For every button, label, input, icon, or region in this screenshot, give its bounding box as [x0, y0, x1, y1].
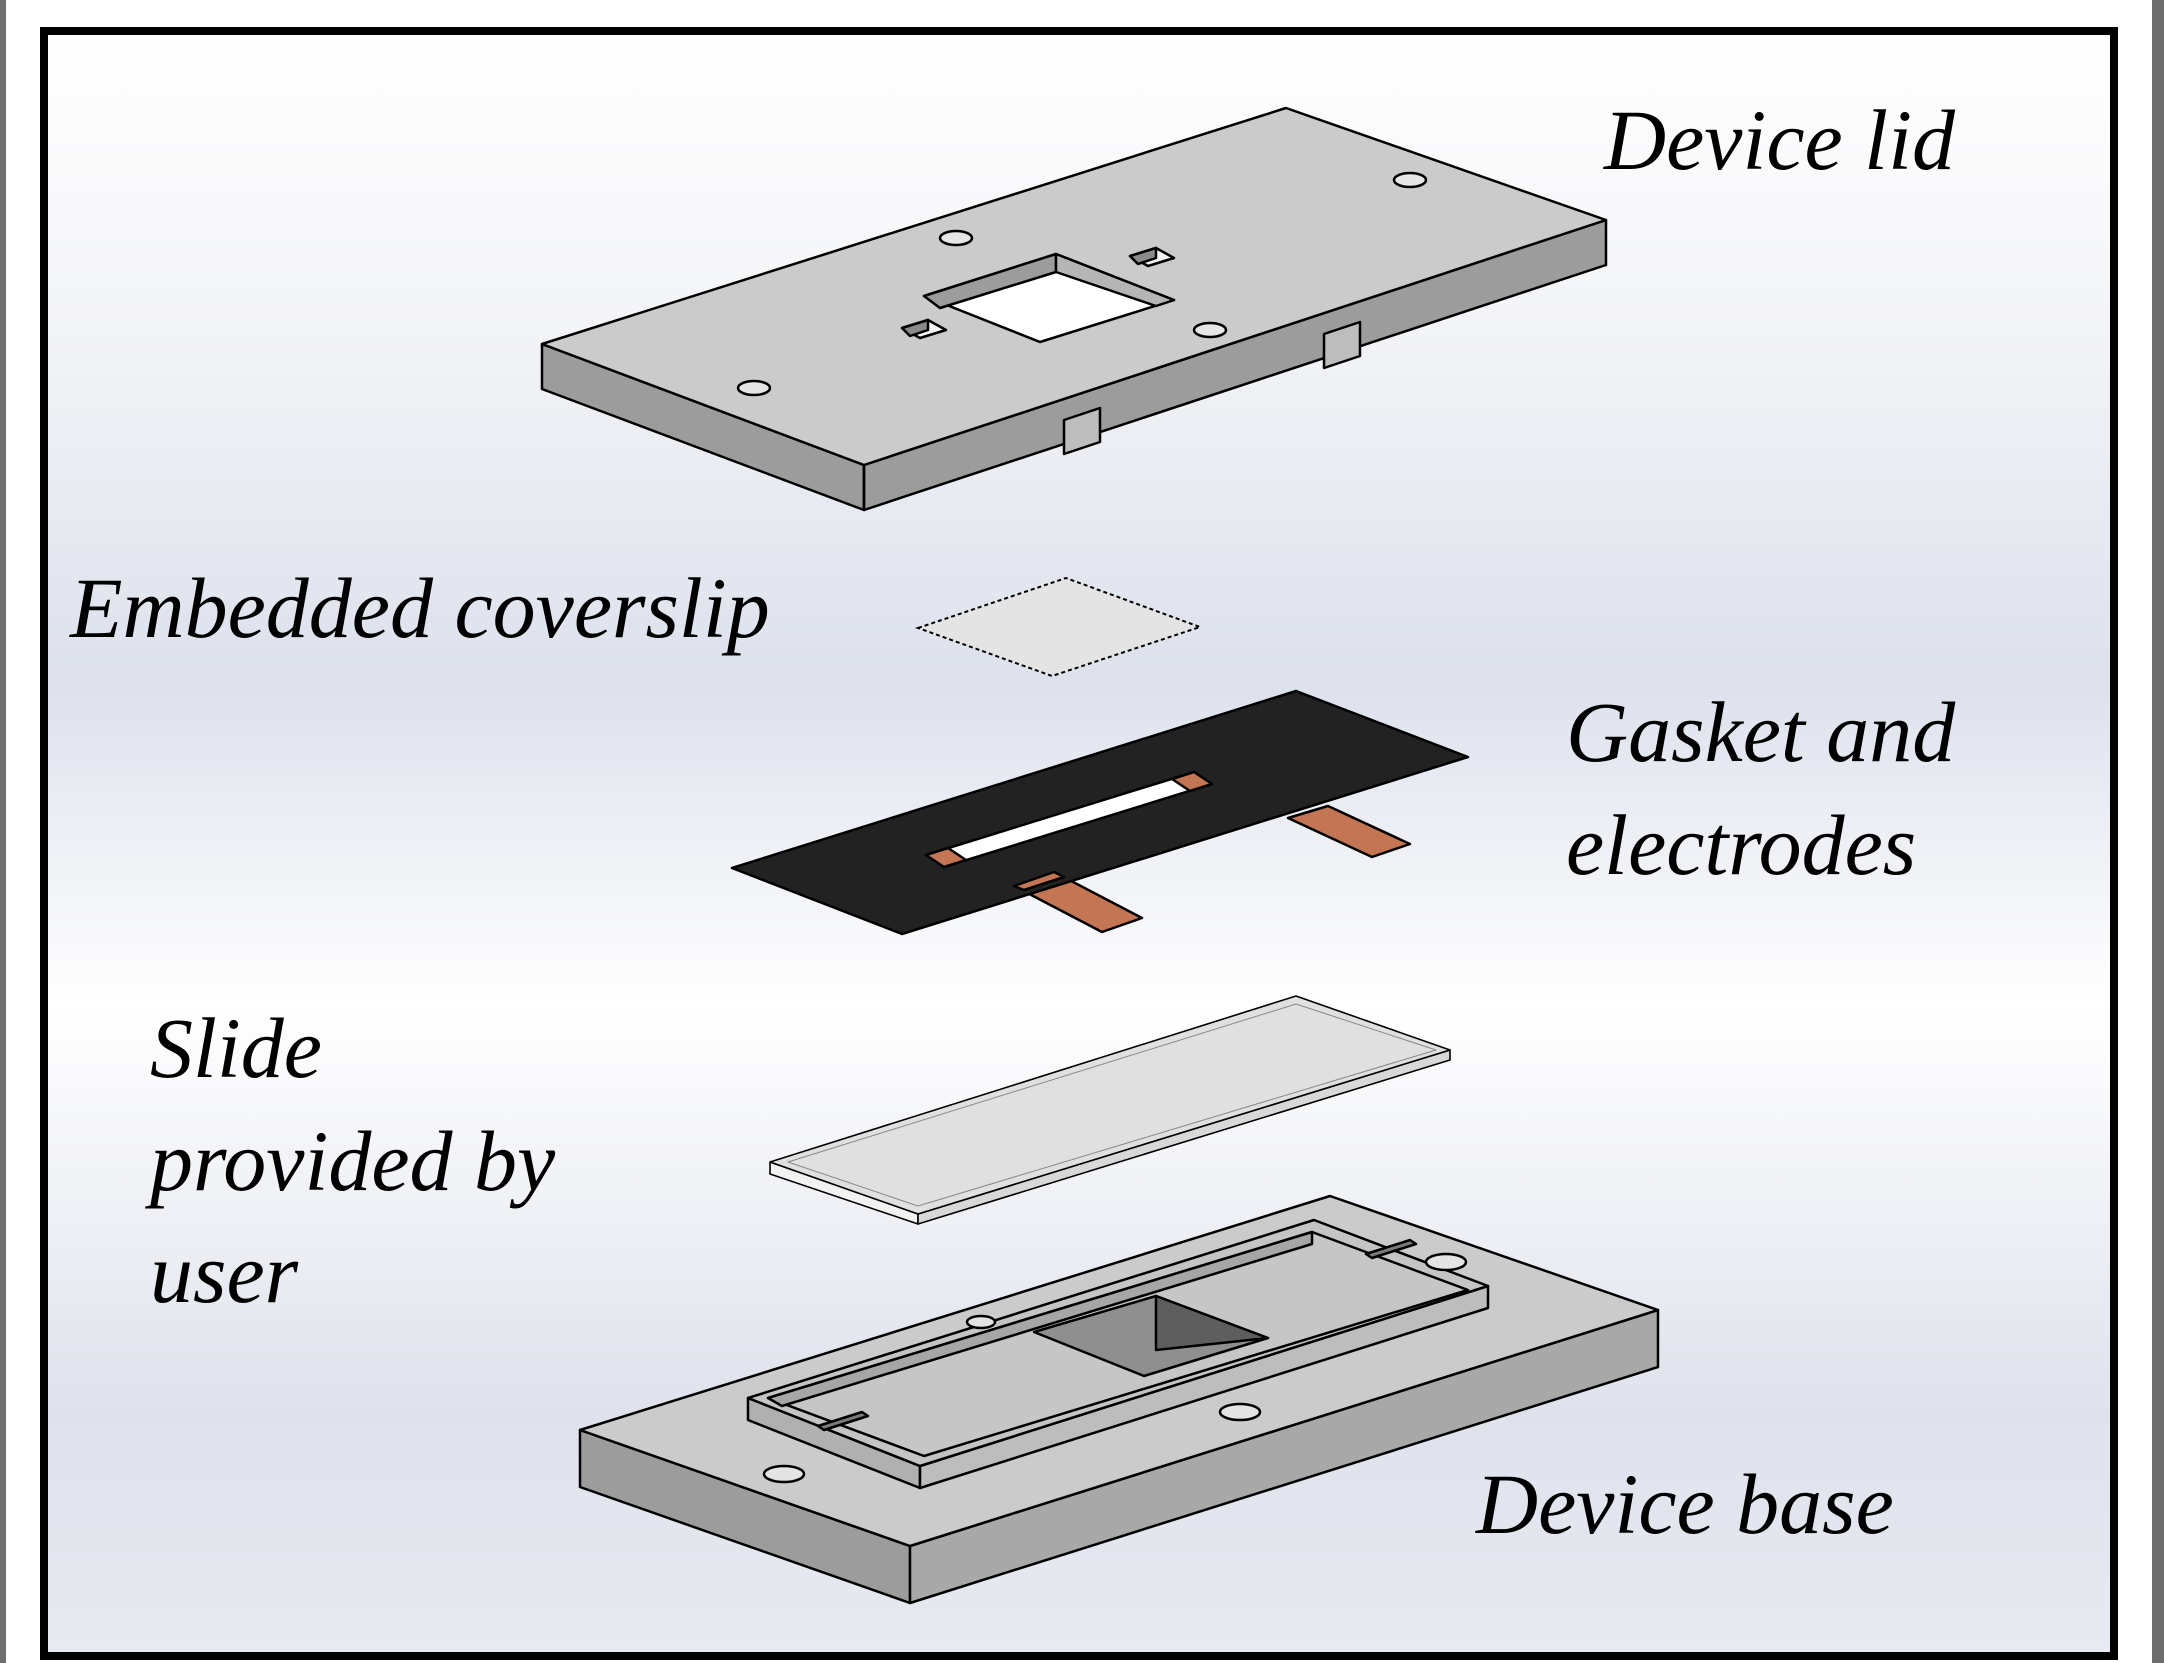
label-gasket-line-2: electrodes [1566, 796, 1917, 893]
device-base-screw-hole [965, 1314, 997, 1330]
label-slide-line-1: Slide [150, 1000, 322, 1096]
device-lid-screw-hole [1392, 171, 1428, 189]
label-device-lid-text: Device lid [1604, 92, 1955, 188]
device-lid-screw-hole [938, 229, 974, 247]
label-device-base-text: Device base [1476, 1456, 1894, 1552]
label-slide-line-2: provided by [150, 1112, 556, 1209]
coverslip-part [914, 576, 1204, 678]
device-base-contact-right [1364, 1238, 1418, 1260]
label-slide: Slide provided by user [150, 992, 555, 1330]
exploded-assembly-diagram [40, 27, 2118, 1660]
label-embedded-coverslip: Embedded coverslip [70, 552, 770, 665]
device-base-screw-hole [1424, 1252, 1468, 1272]
electrode-strip-back [1286, 804, 1412, 859]
slide-part [769, 995, 1451, 1225]
device-base-part [578, 1194, 1660, 1605]
label-device-lid: Device lid [1604, 84, 1955, 197]
device-lid-screw-hole [1192, 321, 1228, 339]
slide-top-face [769, 995, 1451, 1215]
device-lid-notch-right [1322, 320, 1362, 370]
device-lid-screw-hole [736, 379, 772, 397]
figure-frame: Device lid Embedded coverslip Gasket and… [6, 0, 2152, 1663]
device-base-screw-hole [762, 1464, 806, 1484]
gasket-part [730, 689, 1470, 936]
label-embedded-coverslip-text: Embedded coverslip [70, 560, 770, 656]
electrode-pad-left [924, 846, 968, 869]
label-gasket-line-1: Gasket and [1566, 684, 1956, 780]
device-base-screw-hole [1218, 1402, 1262, 1422]
label-gasket-electrodes: Gasket and electrodes [1566, 676, 1955, 901]
device-lid-notch-left [1062, 406, 1102, 456]
label-slide-line-3: user [150, 1225, 299, 1322]
device-base-contact-left [816, 1410, 870, 1432]
device-lid-part [540, 106, 1608, 512]
label-device-base: Device base [1476, 1448, 1894, 1561]
electrode-pad-right [1170, 770, 1214, 793]
